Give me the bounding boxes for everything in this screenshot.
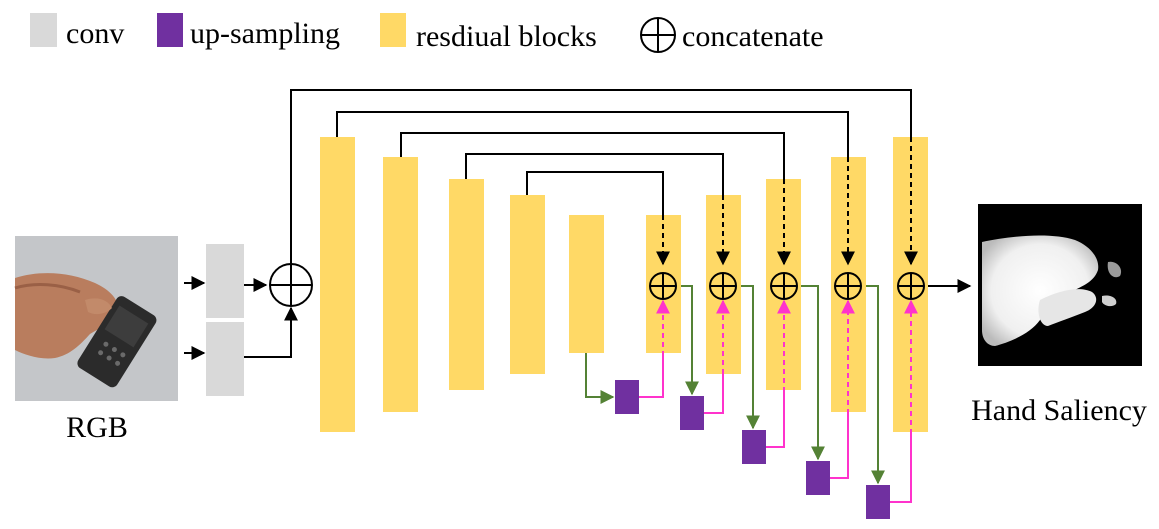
legend-concat-icon (640, 17, 676, 53)
legend-upsampling-label: up-sampling (190, 17, 340, 50)
conv-bottom-to-concat (244, 306, 298, 358)
upsampling-block-3 (742, 430, 766, 464)
decoder-concat-icon-5 (897, 272, 925, 300)
conv-block-top (206, 244, 244, 318)
encoder-block-2 (383, 157, 418, 412)
conv-block-bottom (206, 322, 244, 396)
encoder-block-1 (320, 137, 355, 432)
legend-residual-label: resdiual blocks (416, 20, 597, 53)
decoder-concat-icon-4 (834, 272, 862, 300)
legend: conv up-sampling resdiual blocks concate… (30, 13, 824, 53)
input-concat-icon (269, 263, 313, 307)
legend-conv-label: conv (66, 17, 124, 50)
encoder-block-5 (569, 215, 604, 353)
upsampling-block-1 (615, 380, 639, 414)
legend-upsampling-swatch (157, 13, 183, 47)
output-label: Hand Saliency (971, 394, 1147, 427)
skip-connections (290, 89, 918, 266)
upsample-input-paths (585, 285, 885, 485)
encoder-block-4 (510, 195, 545, 374)
decoder-concat-icon-3 (770, 272, 798, 300)
legend-conv-swatch (30, 13, 57, 47)
input-label: RGB (66, 411, 128, 444)
encoder-block-3 (449, 179, 484, 390)
legend-residual-swatch (380, 13, 406, 47)
input-image (14, 236, 178, 401)
decoder-concat-icon-1 (649, 272, 677, 300)
output-image (978, 204, 1142, 366)
upsample-output-paths (639, 299, 918, 503)
upsampling-block-2 (680, 396, 704, 430)
legend-concat-label: concatenate (682, 20, 824, 53)
upsampling-block-5 (866, 485, 890, 519)
decoder-concat-icons (649, 272, 925, 300)
upsampling-block-4 (806, 461, 830, 495)
decoder-concat-icon-2 (709, 272, 737, 300)
